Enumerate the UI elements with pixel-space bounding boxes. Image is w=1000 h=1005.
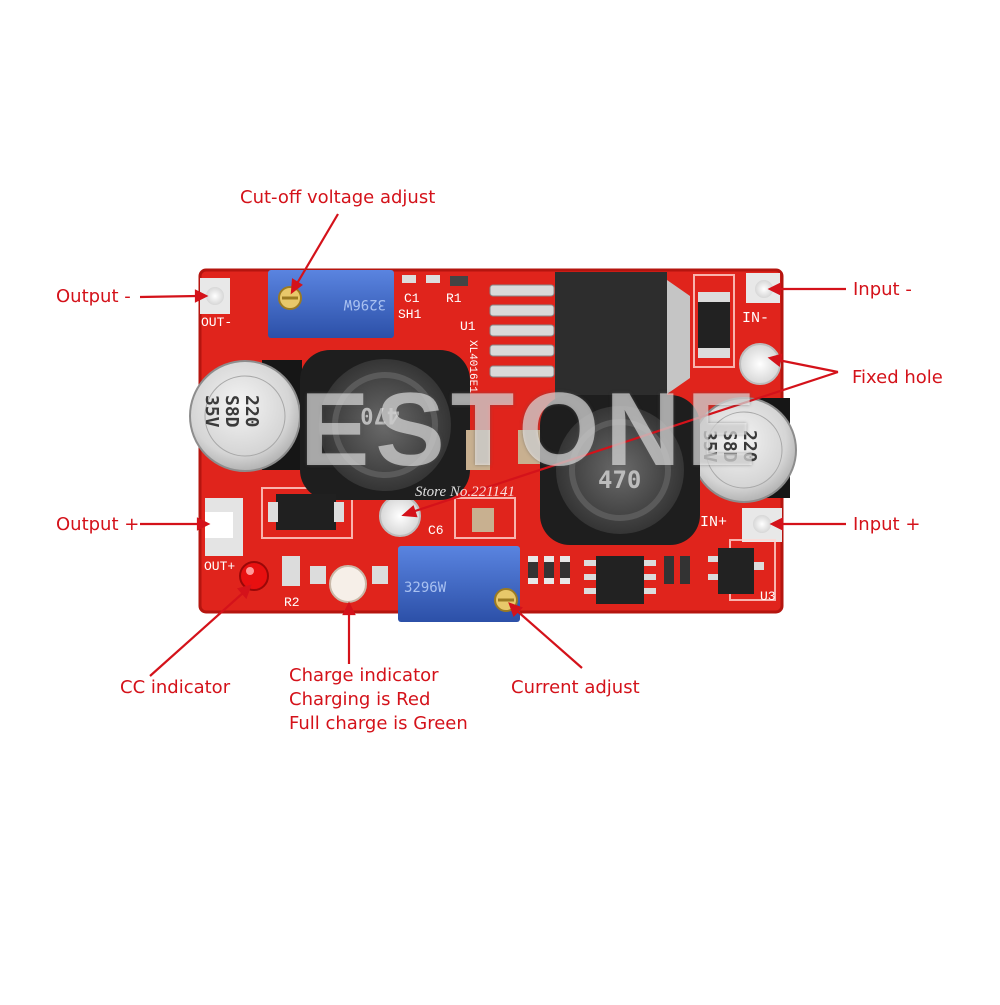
inductor-left-marking: 470 xyxy=(360,402,400,427)
silk-c6: C6 xyxy=(428,523,444,538)
cap-left-line1: S8D xyxy=(221,395,242,428)
cap-left-line2: 220 xyxy=(241,395,262,428)
silk-in-plus: IN+ xyxy=(700,514,727,531)
label-cutoff-voltage: Cut-off voltage adjust xyxy=(240,187,436,208)
silk-u3: U3 xyxy=(760,589,776,604)
silk-u1: U1 xyxy=(460,319,476,334)
label-output-minus: Output - xyxy=(56,286,131,307)
silkscreen: OUT- OUT+ IN- IN+ U1 U3 C1 R1 C6 R2 SH1 … xyxy=(201,291,776,610)
transistor-left xyxy=(276,494,336,530)
ic-u1-pins xyxy=(489,284,555,378)
silk-r1: R1 xyxy=(446,291,462,306)
label-charging-red: Charging is Red xyxy=(289,689,431,710)
label-full-charge-green: Full charge is Green xyxy=(289,713,468,734)
label-fixed-hole: Fixed hole xyxy=(852,367,943,388)
leader-lines xyxy=(139,213,846,677)
silk-sh1: SH1 xyxy=(398,307,422,322)
pot-top-marking: 3296W xyxy=(343,296,386,312)
pot-bottom xyxy=(398,546,520,622)
cap-left-line3: 35V xyxy=(201,395,222,428)
label-output-plus: Output + xyxy=(56,514,140,535)
silk-c1: C1 xyxy=(404,291,420,306)
led-cc xyxy=(239,561,269,591)
label-current-adjust: Current adjust xyxy=(511,677,640,698)
ic-u1 xyxy=(555,272,667,400)
pot-bottom-marking: 3296W xyxy=(404,580,447,596)
ic-u3 xyxy=(718,548,754,594)
cap-right-line2: 220 xyxy=(739,430,760,463)
cap-right-line3: 35V xyxy=(699,430,720,463)
label-charge-indicator: Charge indicator xyxy=(289,665,439,686)
silk-in-minus: IN- xyxy=(742,310,769,327)
cap-right-line1: S8D xyxy=(719,430,740,463)
diode xyxy=(698,292,730,358)
silk-ic-part: XL4016E1 xyxy=(466,340,478,393)
silk-out-minus: OUT- xyxy=(201,315,232,330)
label-input-minus: Input - xyxy=(853,279,912,300)
label-cc-indicator: CC indicator xyxy=(120,677,231,698)
silk-out-plus: OUT+ xyxy=(204,559,235,574)
silk-r2: R2 xyxy=(284,595,300,610)
led-charge xyxy=(329,565,367,603)
label-input-plus: Input + xyxy=(853,514,921,535)
inductor-right-marking: 470 xyxy=(598,466,641,494)
ic-bottom xyxy=(596,556,644,604)
watermark-text: ESTONE xyxy=(300,372,762,488)
watermark-store: Store No.221141 xyxy=(415,484,515,500)
